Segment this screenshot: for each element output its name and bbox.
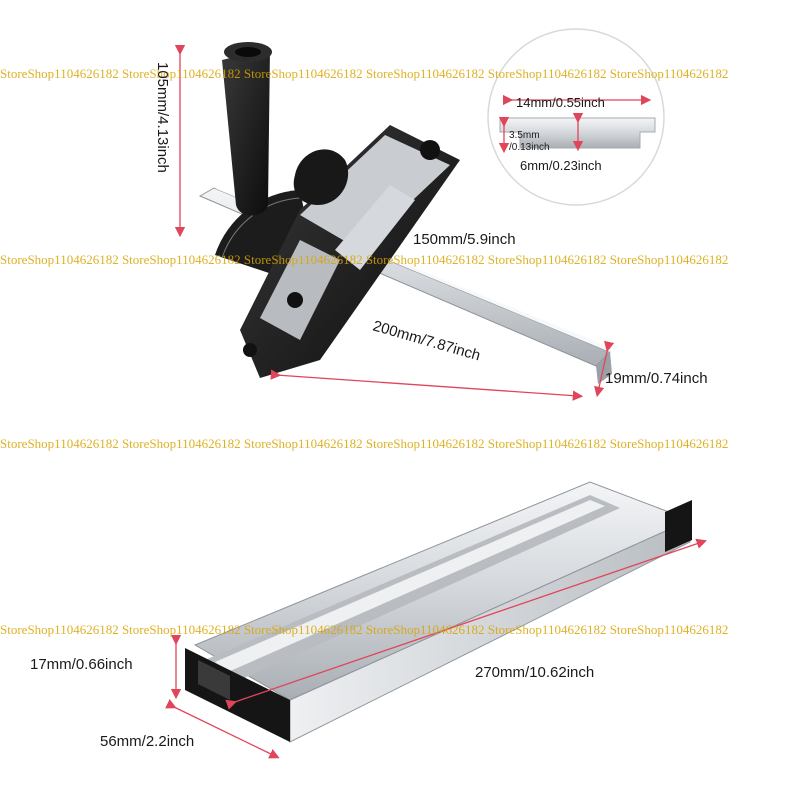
rail-top-face — [193, 481, 692, 701]
label-inset-3-5-b: /0.13inch — [509, 142, 550, 153]
lock-knob — [293, 149, 349, 205]
label-fence-200: 200mm/7.87inch — [371, 318, 482, 365]
miter-gauge — [198, 42, 612, 384]
label-height-105: 105mm/4.13inch — [154, 62, 171, 173]
label-bar-150: 150mm/5.9inch — [413, 231, 516, 248]
label-rail-56: 56mm/2.2inch — [100, 733, 194, 750]
watermark-row-1: StoreShop1104626182 StoreShop1104626182 … — [0, 66, 728, 81]
watermark-row-2: StoreShop1104626182 StoreShop1104626182 … — [0, 252, 728, 267]
label-rail-17: 17mm/0.66inch — [30, 656, 133, 673]
label-bar-19: 19mm/0.74inch — [605, 370, 708, 387]
rail-end-cap-right — [665, 500, 692, 552]
slot-detail-inset — [487, 28, 665, 206]
label-inset-3-5-a: 3.5mm — [509, 130, 540, 141]
t-track-rail — [185, 481, 692, 743]
watermark-row-3: StoreShop1104626182 StoreShop1104626182 … — [0, 436, 728, 451]
label-rail-270: 270mm/10.62inch — [475, 664, 594, 681]
label-inset-14: 14mm/0.55inch — [516, 95, 605, 110]
watermark-row-4: StoreShop1104626182 StoreShop1104626182 … — [0, 622, 728, 637]
label-inset-6: 6mm/0.23inch — [520, 158, 602, 173]
gauge-handle — [222, 48, 270, 216]
